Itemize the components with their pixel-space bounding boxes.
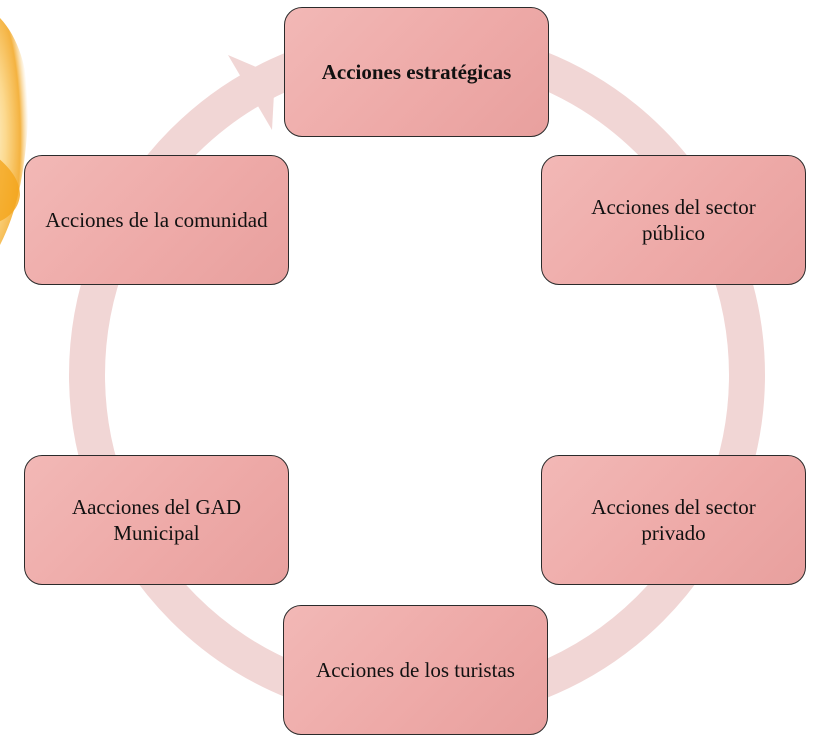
node-turistas: Acciones de los turistas [283, 605, 548, 735]
node-label: Acciones estratégicas [321, 59, 512, 84]
node-sector-publico: Acciones del sector público [541, 155, 806, 285]
node-label: Acciones de los turistas [316, 657, 515, 682]
node-sector-privado: Acciones del sector privado [541, 455, 806, 585]
node-label: Acciones de la comunidad [45, 207, 268, 232]
node-gad-municipal: Aacciones del GAD Municipal [24, 455, 289, 585]
node-comunidad: Acciones de la comunidad [24, 155, 289, 285]
node-label: Aacciones del GAD Municipal [71, 494, 242, 545]
node-label: Acciones del sector privado [591, 494, 756, 545]
node-acciones-estrategicas: Acciones estratégicas [284, 7, 549, 137]
node-label: Acciones del sector público [591, 194, 756, 245]
cycle-arrowhead [228, 55, 275, 130]
orange-decoration-image [0, 18, 29, 245]
